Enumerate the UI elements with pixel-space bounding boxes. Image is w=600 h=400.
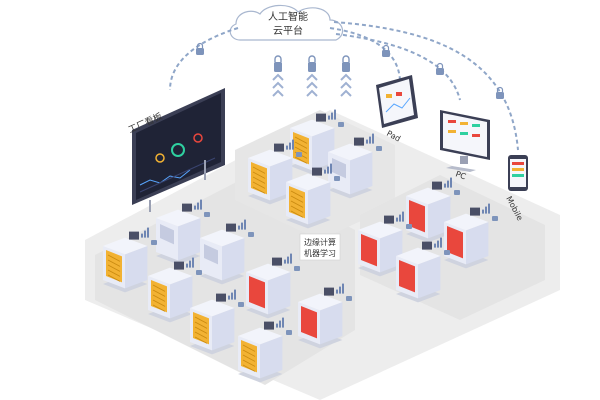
edge-computing-badge: 边缘计算 机器学习 [299, 233, 341, 261]
arrow-up-icon [272, 55, 284, 97]
wifi-signal-icon [186, 257, 194, 268]
machines-layer [103, 109, 498, 383]
wifi-signal-icon [141, 227, 149, 238]
cnc-machine [148, 257, 202, 323]
cnc-machine [156, 199, 210, 265]
wifi-signal-icon [228, 289, 236, 300]
cloud-title-line2: 云平台 [273, 24, 303, 37]
wifi-signal-icon [396, 211, 404, 222]
cnc-machine [396, 237, 450, 303]
wifi-signal-icon [276, 317, 284, 328]
lock-icon [334, 176, 340, 181]
link-cloud-mobile [333, 21, 519, 151]
upload-arrows [272, 55, 352, 97]
wifi-signal-icon [286, 139, 294, 150]
lock-icon [204, 212, 210, 217]
lock-icon [151, 240, 157, 245]
lock-icon [496, 86, 504, 99]
wifi-signal-icon [336, 283, 344, 294]
wifi-signal-icon [434, 237, 442, 248]
cnc-machine [103, 227, 157, 293]
lock-icon [406, 224, 412, 229]
cnc-machine [444, 203, 498, 269]
lock-icon [248, 232, 254, 237]
lock-icon [376, 146, 382, 151]
pc-monitor [440, 110, 490, 172]
lock-icon [492, 216, 498, 221]
lock-icon [196, 42, 204, 55]
wifi-signal-icon [328, 109, 336, 120]
link-cloud-ipad [329, 27, 401, 81]
cloud-title-line1: 人工智能 [268, 10, 308, 23]
factory-dashboard-screen [132, 88, 225, 212]
cnc-machine [286, 163, 340, 229]
wifi-signal-icon [238, 219, 246, 230]
link-cloud-pc [335, 33, 461, 101]
mobile-phone [508, 155, 528, 191]
wifi-signal-icon [482, 203, 490, 214]
wifi-signal-icon [194, 199, 202, 210]
lock-icon [346, 296, 352, 301]
arrow-up-icon [340, 55, 352, 97]
edge-label-line2: 机器学习 [304, 248, 336, 258]
wifi-signal-icon [284, 253, 292, 264]
wifi-signal-icon [444, 177, 452, 188]
lock-icon [238, 302, 244, 307]
lock-icon [286, 330, 292, 335]
lock-icon [294, 266, 300, 271]
link-cloud-board [169, 27, 239, 91]
cnc-machine [406, 177, 460, 243]
lock-icon [444, 250, 450, 255]
wifi-signal-icon [366, 133, 374, 144]
lock-icon [296, 152, 302, 157]
ipad-device [376, 75, 418, 128]
cnc-machine [298, 283, 352, 349]
pc-label: PC [454, 169, 467, 181]
wifi-signal-icon [324, 163, 332, 174]
lock-icon [196, 270, 202, 275]
cnc-machine [248, 139, 302, 205]
cnc-machine [238, 317, 292, 383]
lock-icon [338, 122, 344, 127]
lock-icon [454, 190, 460, 195]
cnc-machine [328, 133, 382, 199]
edge-label-line1: 边缘计算 [304, 237, 336, 247]
cloud-links [169, 21, 519, 151]
cnc-machine [190, 289, 244, 355]
cnc-machine [200, 219, 254, 285]
cnc-machine [246, 253, 300, 319]
lock-icon [382, 44, 390, 57]
lock-icon [436, 62, 444, 75]
arrow-up-icon [306, 55, 318, 97]
